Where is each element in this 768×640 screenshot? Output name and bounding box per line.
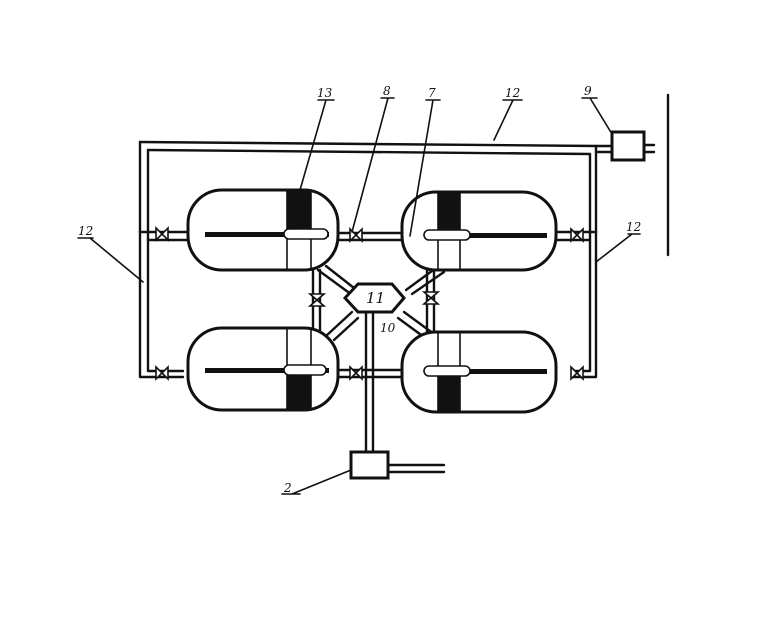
tank-bottom-right: [400, 330, 558, 414]
label-8: 8: [383, 84, 391, 98]
tank-top-right: [400, 190, 558, 272]
label-12-right: 12: [626, 220, 641, 234]
leader-lines: [77, 97, 641, 495]
distributor-11: [342, 282, 406, 314]
tank-bottom-left: [186, 326, 340, 412]
reference-numerals: 13 8 7 12 9 12 12 11 10 2: [78, 84, 641, 495]
x-connector-pipes: [311, 264, 446, 342]
unit-9: [610, 130, 646, 162]
label-11: 11: [366, 289, 385, 307]
label-10: 10: [380, 321, 396, 335]
valves: [155, 226, 584, 381]
label-12-left: 12: [78, 224, 93, 238]
label-13: 13: [317, 86, 333, 100]
label-2: 2: [283, 481, 292, 495]
tank-top-left: [186, 188, 340, 272]
label-7: 7: [428, 86, 436, 100]
unit-2: [349, 450, 390, 480]
central-supply-pipe: [364, 304, 446, 474]
label-12-top: 12: [505, 86, 520, 100]
label-9: 9: [584, 84, 592, 98]
